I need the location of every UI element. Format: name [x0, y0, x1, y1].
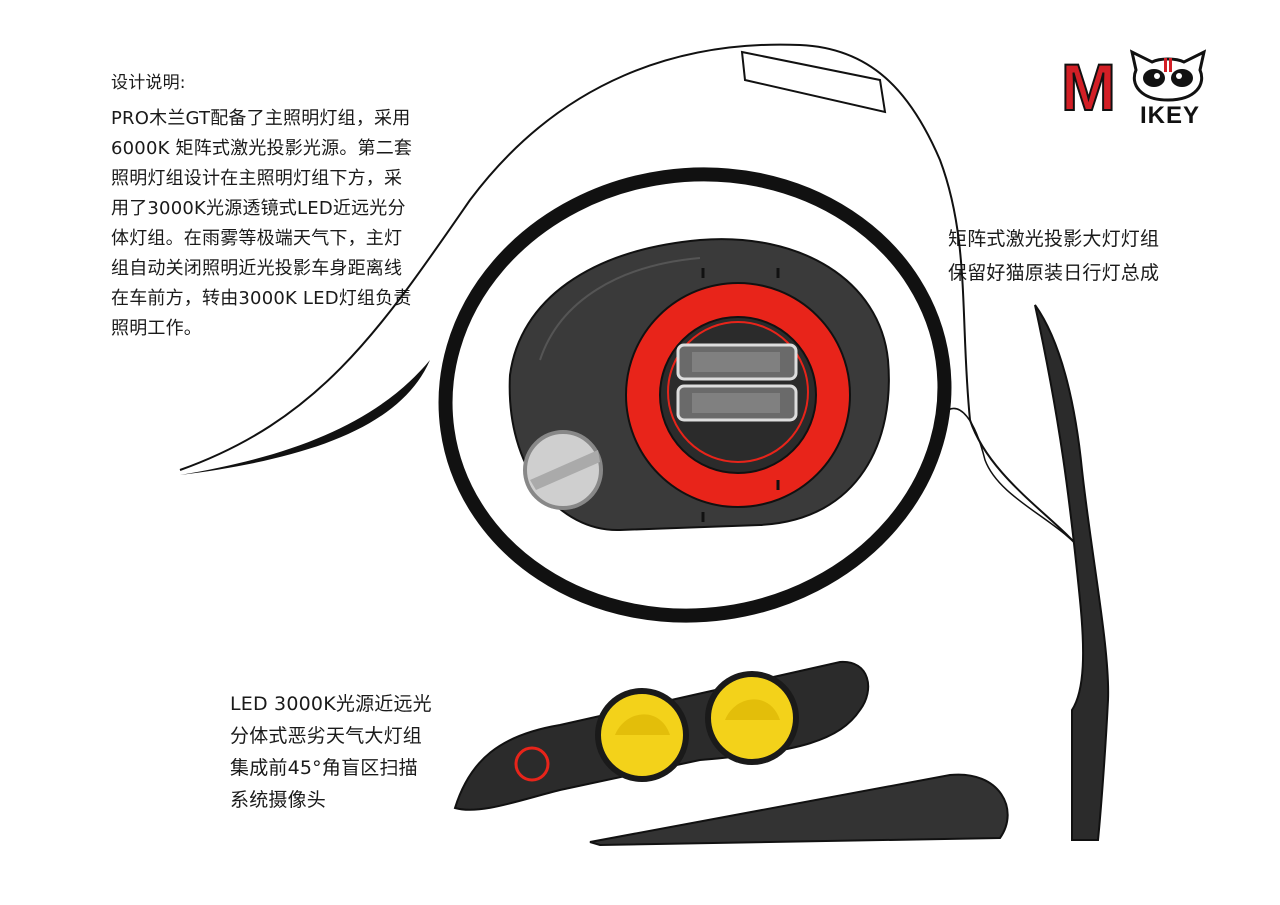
logo-ikey-letters: IKEY [1140, 102, 1201, 129]
caption-line: 矩阵式激光投影大灯灯组 [948, 228, 1160, 250]
description-line: 在车前方，转由3000K LED灯组负责 [111, 288, 412, 309]
description-line: 照明灯组设计在主照明灯组下方，采 [111, 168, 403, 189]
housing-inner-edge [539, 257, 701, 361]
hood-inner-stroke [180, 360, 430, 475]
description-line: 用了3000K光源透镜式LED近远光分 [111, 198, 406, 219]
caption-line: LED 3000K光源近远光 [230, 693, 432, 715]
description-line: 照明工作。 [111, 318, 202, 339]
design-description: PRO木兰GT配备了主照明灯组，采用 6000K 矩阵式激光投影光源。第二套 照… [111, 104, 431, 344]
caption-line: 保留好猫原装日行灯总成 [948, 262, 1160, 284]
description-line: PRO木兰GT配备了主照明灯组，采用 [111, 108, 411, 129]
description-line: 组自动关闭照明近光投影车身距离线 [111, 258, 403, 279]
caption-line: 系统摄像头 [230, 789, 327, 811]
caption-line: 集成前45°角盲区扫描 [230, 757, 418, 779]
design-notes-heading: 设计说明: [111, 73, 186, 93]
logo-m-letter: M [1060, 50, 1117, 124]
fog-light-caption: LED 3000K光源近远光 分体式恶劣天气大灯组 集成前45°角盲区扫描 系统… [230, 688, 432, 816]
mikey-logo: M IKEY [1058, 48, 1208, 132]
camera-sensor [514, 746, 550, 782]
fender-line [944, 407, 1086, 556]
cat-face-icon [1130, 49, 1206, 102]
main-light-caption: 矩阵式激光投影大灯灯组 保留好猫原装日行灯总成 [948, 222, 1159, 290]
fog-lamp-lower-edge [589, 773, 1009, 847]
drl-strip [740, 50, 887, 114]
red-thin-ring [667, 321, 809, 463]
caption-line: 分体式恶劣天气大灯组 [230, 725, 423, 747]
description-line: 6000K 矩阵式激光投影光源。第二套 [111, 138, 413, 159]
description-line: 体灯组。在雨雾等极端天气下，主灯 [111, 228, 403, 249]
fender-trim [1034, 304, 1110, 841]
